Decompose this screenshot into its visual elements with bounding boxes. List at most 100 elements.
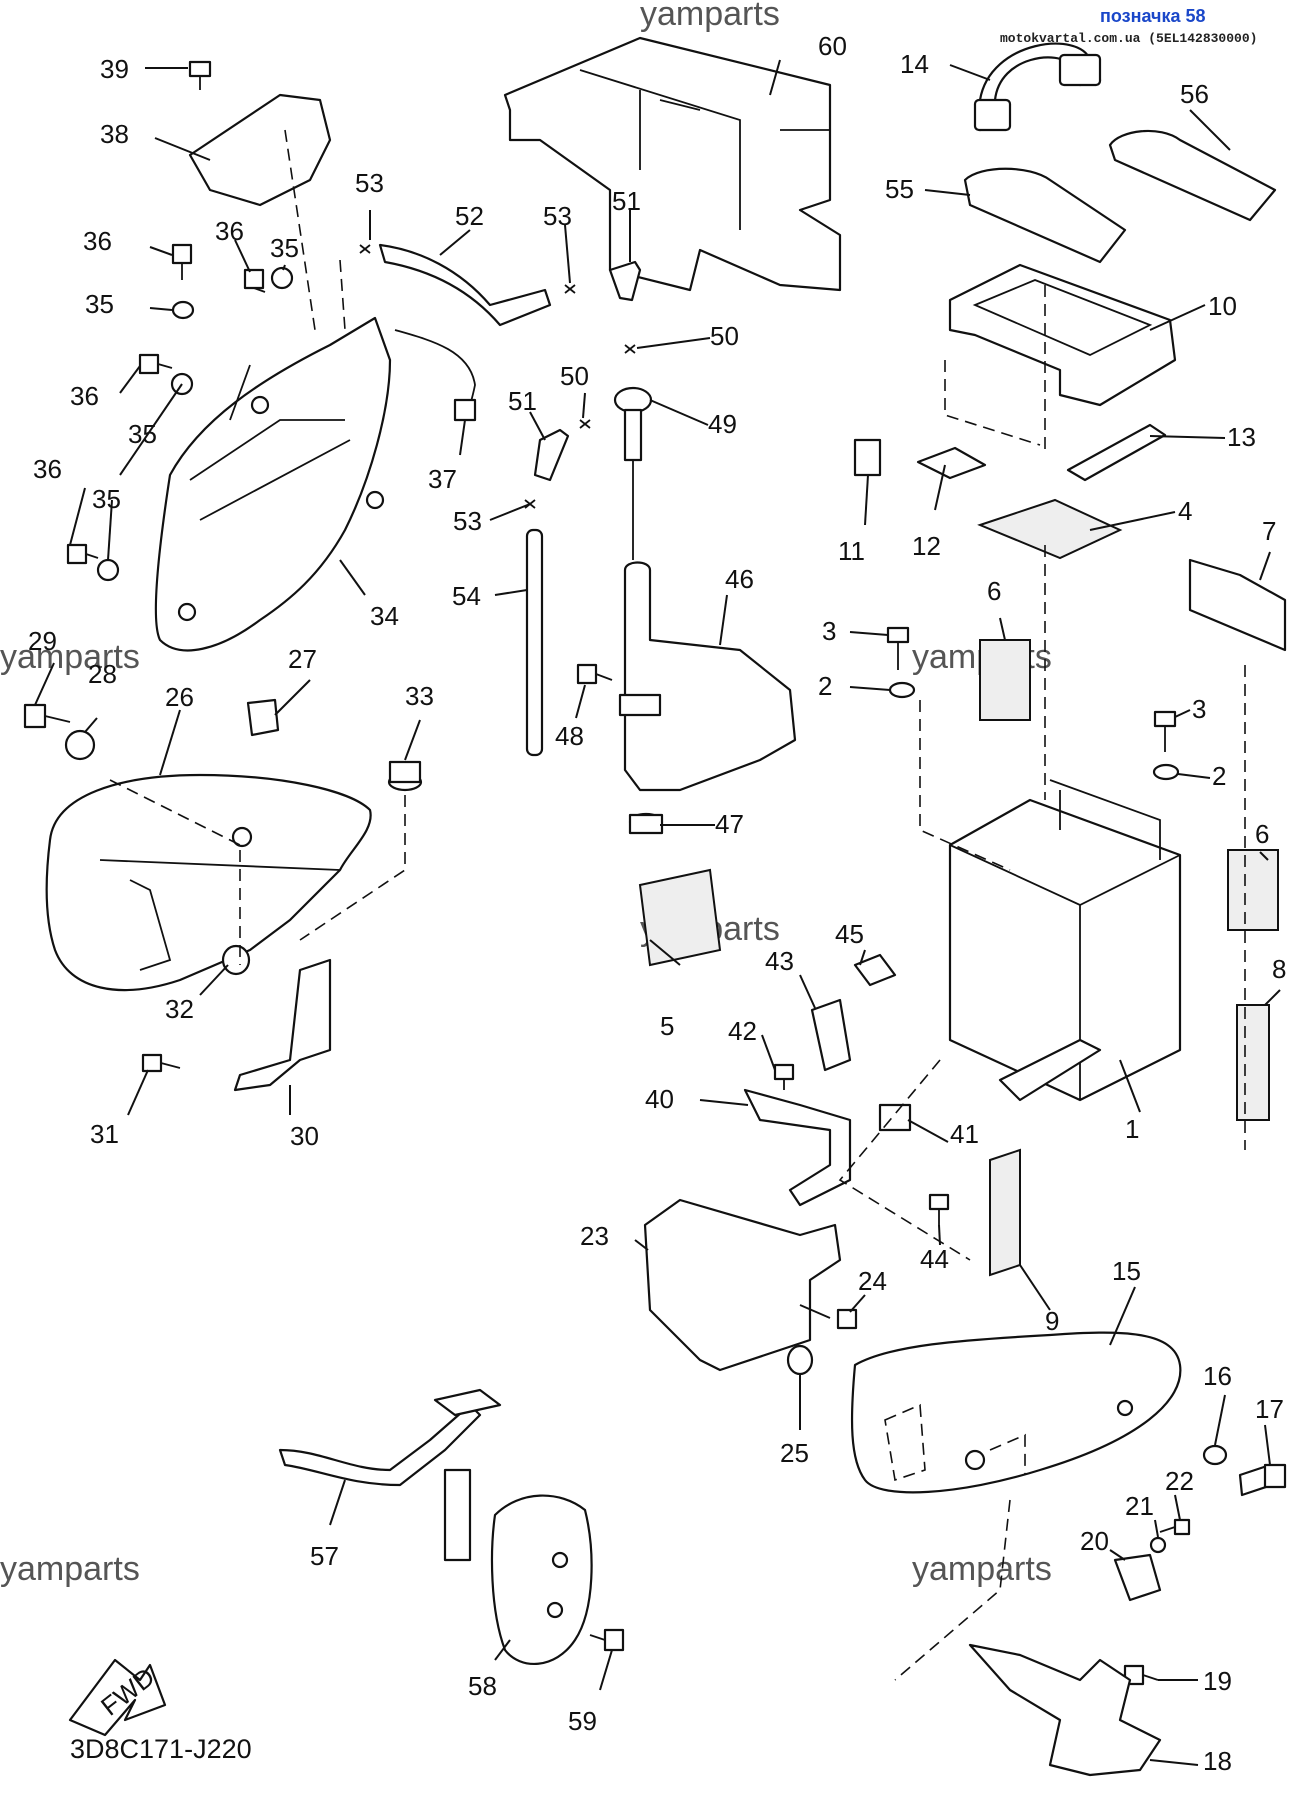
callout-28: 28 [88,659,117,689]
callout-35: 35 [270,233,299,263]
leader-lines [34,59,1281,1766]
bolt-36 [171,243,193,280]
callout-60: 60 [818,31,847,61]
bolt-36 [66,543,99,565]
bolt-3 [1153,710,1177,752]
clip-53 [564,284,576,294]
callout-29: 29 [28,626,57,656]
bolt-48 [576,663,613,685]
part-6-pad [1227,849,1279,931]
callout-30: 30 [290,1121,319,1151]
part-34-cover [154,316,392,652]
washer-35 [171,300,195,320]
callout-3: 3 [1192,694,1206,724]
part-37-connector [453,398,477,422]
watermark: yamparts [640,0,780,33]
grommet-47 [628,812,664,835]
bolt-31 [141,1053,181,1073]
bolt-24 [799,1304,858,1330]
bolt-29 [23,703,71,729]
callout-16: 16 [1203,1361,1232,1391]
part-23-bracket [643,1198,842,1372]
part-12-pad [916,446,987,480]
callout-43: 43 [765,946,794,976]
callout-1: 1 [1125,1114,1139,1144]
bolt-44 [928,1193,950,1225]
callout-53: 53 [543,201,572,231]
part-27-clip [246,698,280,737]
fwd-arrow-icon: FWD [68,1658,167,1737]
callout-12: 12 [912,531,941,561]
bolt-42 [773,1063,795,1090]
callout-11: 11 [838,536,865,566]
watermark: yamparts [0,638,140,676]
part-58-cover [490,1494,593,1665]
callout-23: 23 [580,1221,609,1251]
callout-35: 35 [85,289,114,319]
part-51-fitting [533,428,570,482]
callout-41: 41 [950,1119,979,1149]
callout-38: 38 [100,119,129,149]
clip-50 [579,419,591,429]
callout-58: 58 [468,1671,497,1701]
callout-14: 14 [900,49,929,79]
callout-36: 36 [70,381,99,411]
callout-44: 44 [920,1244,949,1274]
part-26-side-cover [45,773,372,992]
part-10-holder [944,263,1177,450]
part-14-strap [973,42,1102,132]
callout-3: 3 [822,616,836,646]
callout-47: 47 [715,809,744,839]
grommet-33 [387,760,423,792]
callout-56: 56 [1180,79,1209,109]
washer-35 [96,558,120,582]
part-13-strip [1066,423,1167,482]
part-20-clamp [1113,1553,1162,1602]
callout-36: 36 [33,454,62,484]
callout-31: 31 [90,1119,119,1149]
source-line: motokvartal.com.ua (5EL142830000) [1000,31,1257,46]
part-8-pad [1236,1004,1270,1121]
clip-50 [624,344,636,354]
callout-18: 18 [1203,1746,1232,1776]
callout-7: 7 [1262,516,1276,546]
part-15-side-cover [850,1331,1182,1494]
washer-2 [1152,763,1180,781]
washer-28 [64,729,96,761]
callout-42: 42 [728,1016,757,1046]
callout-8: 8 [1272,954,1286,984]
washer-35 [270,266,294,290]
part-55-pad [963,167,1127,264]
bolt-36 [138,353,173,375]
part-58-hole [551,1551,569,1569]
callout-10: 10 [1208,291,1237,321]
callout-32: 32 [165,994,194,1024]
callout-35: 35 [92,484,121,514]
callout-25: 25 [780,1438,809,1468]
callout-6: 6 [987,576,1001,606]
part-56-pad [1108,129,1277,222]
callout-labels: 1 2 2 3 3 4 5 6 6 7 8 9 10 11 12 13 14 1… [28,31,1286,1776]
callout-57: 57 [310,1541,339,1571]
callout-37: 37 [428,464,457,494]
callout-36: 36 [215,216,244,246]
ref-title: позначка 58 [1100,6,1206,26]
washer-2 [888,681,916,699]
callout-55: 55 [885,174,914,204]
callout-40: 40 [645,1084,674,1114]
callout-19: 19 [1203,1666,1232,1696]
watermark: yamparts [912,1550,1052,1588]
part-58-hole [546,1601,564,1619]
callout-15: 15 [1112,1256,1141,1286]
bolt-39 [188,60,212,90]
part-9-pad [989,1148,1021,1277]
callout-17: 17 [1255,1394,1284,1424]
washer-21 [1149,1536,1167,1554]
part-40-bracket [743,1088,852,1207]
washer-16 [1202,1444,1228,1466]
callout-54: 54 [452,581,481,611]
part-4-sheet [977,498,1123,560]
bolt-22 [1159,1518,1191,1536]
part-11-clip [853,438,882,477]
